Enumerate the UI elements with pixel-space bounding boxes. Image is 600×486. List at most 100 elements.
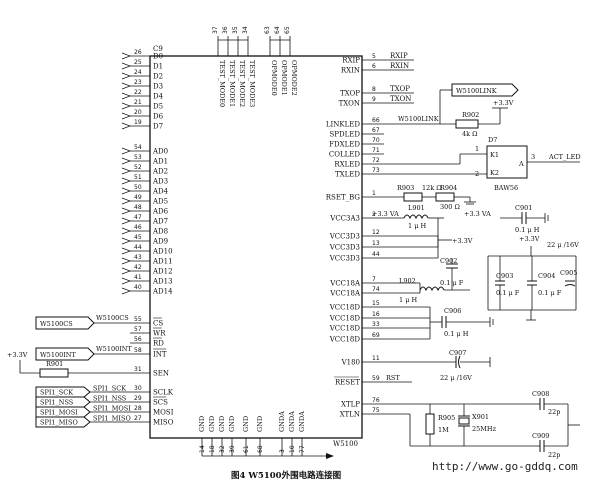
svg-text:MOSI: MOSI — [153, 409, 174, 417]
cs-flag: W5100CS — [40, 320, 73, 328]
svg-text:AD7: AD7 — [152, 218, 168, 226]
svg-text:31: 31 — [134, 366, 142, 373]
link-net: W5100LINK — [398, 115, 439, 123]
net-rxn: RXIN — [390, 62, 409, 70]
svg-text:GND: GND — [242, 416, 250, 432]
svg-text:SCLK: SCLK — [153, 389, 174, 397]
svg-text:SPI1_MISO: SPI1_MISO — [93, 415, 131, 423]
svg-text:16: 16 — [372, 311, 380, 318]
svg-text:RESET: RESET — [335, 379, 360, 387]
rset-circuit: R903 12k Ω R904 300 Ω — [384, 184, 476, 211]
r903-ref: R903 — [397, 184, 414, 192]
svg-text:19: 19 — [134, 119, 142, 126]
svg-text:6: 6 — [372, 63, 376, 70]
r903-val: 12k Ω — [422, 184, 442, 192]
svg-text:27: 27 — [134, 415, 142, 422]
svg-text:57: 57 — [134, 326, 142, 333]
svg-text:65: 65 — [284, 26, 291, 34]
d7-pin3: 3 — [531, 153, 535, 161]
svg-text:15: 15 — [372, 300, 380, 307]
net-rst: RST — [386, 374, 400, 382]
svg-text:76: 76 — [372, 397, 380, 404]
svg-text:9: 9 — [372, 96, 376, 103]
svg-text:20: 20 — [134, 109, 142, 116]
int-flag: W5100INT — [40, 351, 76, 359]
svg-text:AD2: AD2 — [152, 168, 168, 176]
d7-pin1: 1 — [475, 145, 479, 153]
svg-text:13: 13 — [372, 240, 380, 247]
reset-net: RST — [384, 374, 412, 383]
svg-text:SPI1_NSS: SPI1_NSS — [93, 395, 126, 403]
svg-text:63: 63 — [264, 26, 271, 34]
svg-text:66: 66 — [372, 117, 380, 124]
bottom-pins: 14GND18GND32GND39GND61GND68GND3GNDA10GND… — [198, 411, 334, 459]
svg-text:D0: D0 — [153, 53, 163, 61]
svg-text:39: 39 — [229, 445, 236, 453]
chip-ref: C9 — [153, 45, 163, 53]
svg-text:SPI1_SCK: SPI1_SCK — [93, 385, 126, 393]
svg-text:41: 41 — [134, 274, 142, 281]
svg-text:AD9: AD9 — [152, 238, 168, 246]
r905-ref: R905 — [438, 414, 455, 422]
svg-text:52: 52 — [134, 164, 142, 171]
svg-text:55: 55 — [134, 316, 142, 323]
watermark: http://www.go-gddq.com — [432, 460, 578, 473]
svg-text:VCC3D3: VCC3D3 — [329, 244, 360, 252]
svg-text:73: 73 — [372, 167, 380, 174]
svg-text:30: 30 — [134, 385, 142, 392]
x901-ref: X901 — [472, 413, 489, 421]
svg-text:VCC3D3: VCC3D3 — [329, 255, 360, 263]
svg-text:40: 40 — [134, 284, 142, 291]
svg-text:26: 26 — [134, 49, 142, 56]
svg-text:D3: D3 — [153, 83, 163, 91]
svg-text:AD0: AD0 — [152, 148, 168, 156]
svg-text:28: 28 — [134, 405, 142, 412]
svg-text:SPDLED: SPDLED — [330, 131, 361, 139]
ethernet-nets: RXIP RXIN TXOP TXON — [384, 52, 414, 104]
c906-val: 0.1 μ H — [444, 330, 469, 338]
svg-text:D5: D5 — [153, 103, 163, 111]
svg-text:GNDA: GNDA — [288, 411, 296, 432]
svg-text:74: 74 — [372, 286, 380, 293]
d7-ref: D7 — [488, 136, 497, 144]
d7-k2: K2 — [490, 169, 499, 177]
c905-ref: C905 — [560, 269, 577, 277]
c906-ref: C906 — [444, 307, 461, 315]
svg-text:TXLED: TXLED — [335, 171, 360, 179]
svg-text:44: 44 — [372, 251, 380, 258]
svg-text:OPMODE2: OPMODE2 — [290, 60, 298, 96]
r904-val: 300 Ω — [440, 203, 460, 211]
x901-val: 25MHz — [472, 425, 497, 433]
svg-text:43: 43 — [134, 254, 142, 261]
svg-text:50: 50 — [134, 184, 142, 191]
svg-text:GND: GND — [198, 416, 206, 432]
svg-text:TEST_MODE0: TEST_MODE0 — [218, 60, 226, 107]
svg-text:67: 67 — [372, 127, 380, 134]
svg-text:VCC3D3: VCC3D3 — [329, 233, 360, 241]
svg-text:GNDA: GNDA — [298, 411, 306, 432]
svg-text:37: 37 — [212, 26, 219, 34]
svg-text:VCC3A3: VCC3A3 — [329, 215, 360, 223]
